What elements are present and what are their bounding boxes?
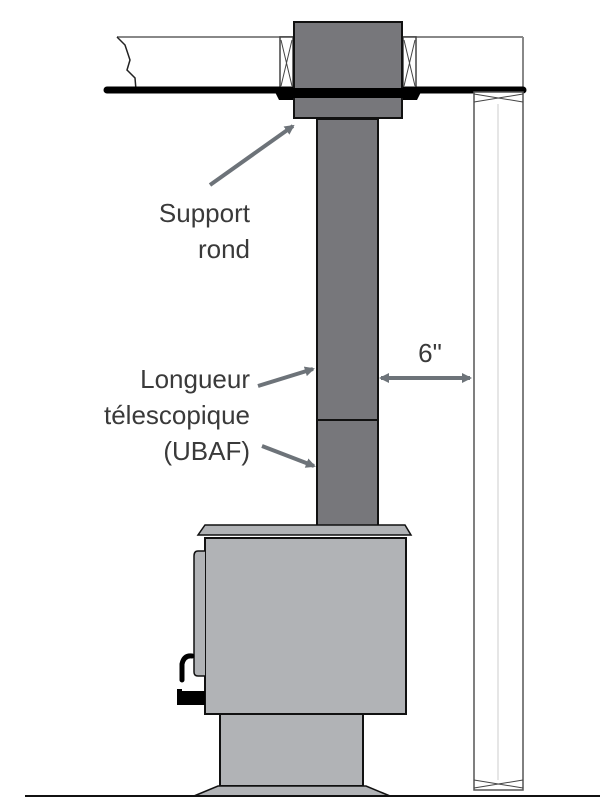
round-support	[293, 21, 403, 119]
wood-stove	[177, 524, 413, 797]
support-label-line2: rond	[198, 234, 250, 264]
stove-door	[193, 550, 205, 677]
chimney-pipe	[316, 118, 379, 527]
joist-left	[279, 36, 294, 89]
length-label-line3: (UBAF)	[163, 436, 250, 466]
ash-lever	[177, 691, 205, 705]
length-arrow-upper	[257, 366, 315, 388]
door-handle	[179, 653, 195, 683]
support-label-line1: Support	[159, 198, 251, 228]
clearance-label: 6"	[418, 338, 442, 368]
stove-body	[204, 537, 407, 715]
stove-top	[196, 524, 413, 536]
break-line	[116, 36, 137, 91]
support-arrow	[208, 124, 295, 187]
length-label-line1: Longueur	[140, 364, 250, 394]
stove-pedestal	[219, 713, 364, 787]
length-label-line2: télescopique	[104, 400, 250, 430]
wall-stud	[473, 91, 524, 791]
stove-base	[193, 785, 391, 797]
length-arrow-lower	[261, 444, 316, 468]
joist-right	[402, 36, 417, 89]
